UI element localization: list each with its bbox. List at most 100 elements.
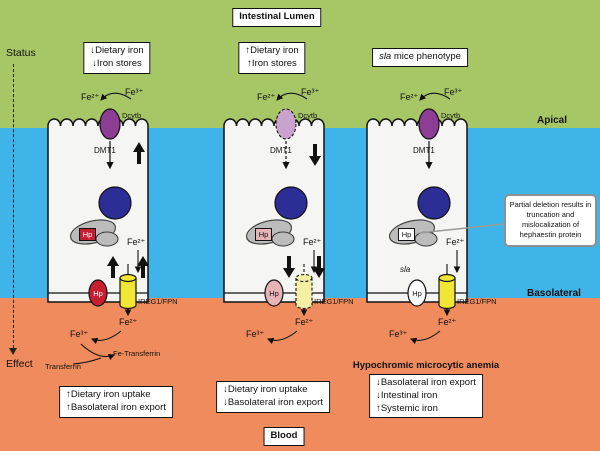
enterocyte-graphics bbox=[223, 92, 325, 345]
fe2-blood-label: Fe²⁺ bbox=[119, 317, 138, 327]
fe3-to-fe2-arrow bbox=[100, 92, 132, 101]
blood-band bbox=[0, 298, 600, 451]
effect-line: ↑Systemic iron bbox=[376, 402, 438, 414]
export-down-bold-arrow-icon bbox=[313, 256, 325, 278]
condition-line: sla mice phenotype bbox=[379, 51, 461, 64]
fe2-to-fe3-curve-arrow bbox=[409, 330, 441, 345]
condition-line: ↑Iron stores bbox=[247, 57, 297, 69]
hephaestin-callout: Partial deletion results in truncation a… bbox=[504, 194, 597, 247]
fe-transferrin-label: Fe-Transferrin bbox=[113, 349, 161, 358]
ferroportin-cylinder bbox=[119, 278, 137, 310]
hephaestin-blob-lobe bbox=[271, 231, 295, 247]
ireg1-fpn-label: IREG1/FPN bbox=[457, 297, 497, 306]
ferroportin-cylinder-top bbox=[119, 273, 137, 283]
dcytb-label: Dcytb bbox=[298, 111, 318, 120]
status-effect-arrowhead-icon bbox=[9, 348, 17, 355]
hephaestin-membrane-tag: Hp bbox=[269, 288, 279, 298]
hephaestin-membrane-oval-mutant bbox=[407, 279, 427, 307]
effect-line: ↓Intestinal iron bbox=[376, 389, 438, 401]
nucleus bbox=[98, 186, 132, 220]
ireg1-fpn-label: IREG1/FPN bbox=[138, 297, 178, 306]
cell-body bbox=[366, 118, 468, 303]
anemia-title: Hypochromic microcytic anemia bbox=[352, 360, 500, 371]
ireg1-fpn-label: IREG1/FPN bbox=[314, 297, 354, 306]
ferroportin-cylinder bbox=[438, 278, 456, 310]
effect-box-sla: ↓Basolateral iron export ↓Intestinal iro… bbox=[369, 374, 483, 419]
transferrin-merge-arrow bbox=[72, 357, 102, 365]
dmt1-up-bold-arrow-icon bbox=[133, 142, 145, 164]
condition-line: ↑Dietary iron bbox=[245, 45, 299, 56]
ferroportin-cylinder-top-faded bbox=[295, 273, 313, 283]
fe3-to-fe2-arrow bbox=[276, 92, 308, 101]
fe2-cyto-label: Fe²⁺ bbox=[303, 237, 322, 247]
hephaestin-tag-mutant: Hp bbox=[398, 228, 415, 241]
dcytb-label: Dcytb bbox=[441, 111, 461, 120]
fe2-lumen-label: Fe²⁺ bbox=[400, 92, 419, 102]
hephaestin-tag: Hp bbox=[255, 228, 272, 241]
condition-rest: mice phenotype bbox=[391, 51, 461, 62]
hephaestin-membrane-tag: Hp bbox=[412, 288, 422, 298]
effect-line: ↑Dietary iron uptake bbox=[66, 389, 151, 400]
fe2-cyto-label: Fe²⁺ bbox=[446, 237, 465, 247]
export-up-bold-arrow-icon bbox=[107, 256, 119, 278]
dmt1-label: DMT1 bbox=[270, 146, 292, 155]
dmt1-label: DMT1 bbox=[413, 146, 435, 155]
fe3-blood-label: Fe³⁺ bbox=[70, 329, 89, 339]
effect-box-high-iron: ↓Dietary iron uptake ↓Basolateral iron e… bbox=[216, 381, 330, 413]
status-effect-dashed-line bbox=[13, 64, 14, 348]
sla-italic: sla bbox=[379, 51, 392, 62]
fe3-to-transferrin-arrow bbox=[80, 343, 116, 361]
cell-body bbox=[47, 118, 149, 303]
export-up-bold-arrow-icon bbox=[137, 256, 149, 278]
hephaestin-membrane-oval-faded bbox=[264, 279, 284, 307]
fe3-lumen-label: Fe³⁺ bbox=[125, 87, 144, 97]
fe2-to-fe3-curve-arrow bbox=[90, 330, 122, 345]
condition-line: ↓Dietary iron bbox=[90, 45, 144, 56]
fe2-lumen-label: Fe²⁺ bbox=[257, 92, 276, 102]
fe2-to-fe3-curve-arrow bbox=[266, 330, 298, 345]
effect-line: ↑Basolateral iron export bbox=[66, 401, 166, 413]
fe2-cyto-label: Fe²⁺ bbox=[127, 237, 146, 247]
enterocyte-graphics bbox=[366, 92, 468, 345]
fe3-lumen-label: Fe³⁺ bbox=[444, 87, 463, 97]
cell-body bbox=[223, 118, 325, 303]
sla-gene-label: sla bbox=[400, 265, 411, 274]
callout-connector-line bbox=[418, 223, 505, 234]
ferroportin-cylinder-faded bbox=[295, 278, 313, 310]
hephaestin-membrane-tag: Hp bbox=[93, 288, 103, 298]
fe3-lumen-label: Fe³⁺ bbox=[301, 87, 320, 97]
enterocyte-graphics bbox=[47, 92, 149, 365]
dcytb-oval bbox=[99, 108, 121, 140]
condition-line: ↓Iron stores bbox=[92, 57, 142, 69]
enterocyte-high-iron: Fe²⁺ Fe³⁺ Dcytb DMT1 Hp Fe²⁺ Hp IREG1/FP… bbox=[219, 87, 369, 388]
export-down-bold-arrow-icon bbox=[283, 256, 295, 278]
condition-box-sla: sla mice phenotype bbox=[372, 48, 468, 67]
dcytb-oval-faded bbox=[275, 108, 297, 140]
status-label: Status bbox=[6, 47, 36, 59]
dmt1-down-bold-arrow-icon bbox=[309, 144, 321, 166]
nucleus bbox=[274, 186, 308, 220]
effect-line: ↓Basolateral iron export bbox=[223, 396, 323, 408]
dcytb-label: Dcytb bbox=[122, 111, 142, 120]
enterocyte-sla: Fe²⁺ Fe³⁺ Dcytb DMT1 Hp Fe²⁺ sla Hp IREG… bbox=[362, 87, 512, 388]
effect-label: Effect bbox=[6, 358, 33, 370]
enterocyte-low-iron: Fe²⁺ Fe³⁺ Dcytb DMT1 Hp Fe²⁺ Hp IREG1/FP… bbox=[43, 87, 193, 388]
intestinal-lumen-title: Intestinal Lumen bbox=[232, 8, 322, 27]
hephaestin-tag: Hp bbox=[79, 228, 96, 241]
effect-line: ↓Dietary iron uptake bbox=[223, 384, 308, 395]
blood-label: Blood bbox=[263, 427, 305, 446]
basolateral-label: Basolateral bbox=[527, 288, 581, 299]
dcytb-oval bbox=[418, 108, 440, 140]
fe3-blood-label: Fe³⁺ bbox=[246, 329, 265, 339]
dmt1-label: DMT1 bbox=[94, 146, 116, 155]
hephaestin-blob-lobe bbox=[95, 231, 119, 247]
effect-line: ↓Basolateral iron export bbox=[376, 377, 476, 388]
fe2-lumen-label: Fe²⁺ bbox=[81, 92, 100, 102]
fe3-blood-label: Fe³⁺ bbox=[389, 329, 408, 339]
ferroportin-cylinder-top bbox=[438, 273, 456, 283]
fe2-blood-label: Fe²⁺ bbox=[295, 317, 314, 327]
nucleus bbox=[417, 186, 451, 220]
hephaestin-membrane-oval bbox=[88, 279, 108, 307]
transferrin-label: Transferrin bbox=[45, 362, 81, 371]
